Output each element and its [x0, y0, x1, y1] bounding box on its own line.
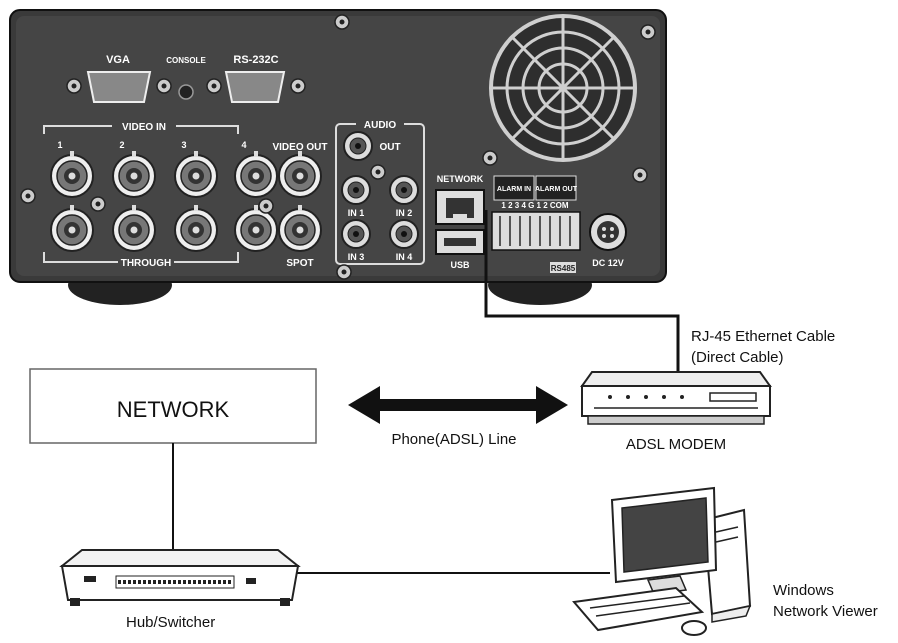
adsl-modem — [580, 371, 772, 425]
modem-label: ADSL MODEM — [626, 436, 726, 453]
phone-line-label: Phone(ADSL) Line — [391, 431, 516, 448]
viewer-label-line2: Network Viewer — [773, 603, 878, 620]
spot-label: SPOT — [286, 258, 313, 269]
audio-in-jack-1 — [341, 175, 371, 205]
audio-in-jack-4 — [389, 219, 419, 249]
video-in-number-1: 1 — [57, 140, 62, 150]
audio-in-2-label: IN 2 — [396, 208, 413, 218]
cable-label-line1: RJ-45 Ethernet Cable — [691, 328, 835, 345]
rs485-label: RS485 — [551, 264, 576, 273]
through-label: THROUGH — [121, 258, 172, 269]
audio-in-jack-3 — [341, 219, 371, 249]
console-label: CONSOLE — [166, 56, 206, 65]
rs232c-label: RS-232C — [233, 54, 278, 66]
rs232c-port — [206, 71, 306, 103]
network-port-label: NETWORK — [437, 174, 484, 184]
audio-label: AUDIO — [364, 120, 396, 131]
audio-in-1-label: IN 1 — [348, 208, 365, 218]
video-out-label: VIDEO OUT — [272, 142, 327, 153]
alarm-terminal-block — [491, 211, 581, 251]
video-in-number-3: 3 — [181, 140, 186, 150]
vga-label: VGA — [106, 54, 130, 66]
console-port — [178, 84, 194, 100]
usb-label: USB — [450, 260, 470, 270]
network-port — [435, 189, 485, 225]
audio-in-jack-2 — [389, 175, 419, 205]
audio-out-label: OUT — [379, 142, 400, 153]
network-box — [29, 368, 317, 444]
network-box-label: NETWORK — [117, 397, 230, 422]
viewer-label-line1: Windows — [773, 582, 834, 599]
fan-grille — [489, 14, 637, 162]
audio-out-jack — [343, 131, 373, 161]
phone-line-arrow — [348, 386, 568, 424]
audio-in-3-label: IN 3 — [348, 252, 365, 262]
audio-in-4-label: IN 4 — [396, 252, 413, 262]
usb-port — [435, 229, 485, 255]
alarm-in-label: ALARM IN — [497, 186, 531, 193]
dc-power-jack — [589, 213, 627, 251]
vga-port — [66, 71, 172, 103]
alarm-pins-label: 1 2 3 4 G 1 2 COM — [501, 201, 568, 210]
hub-label: Hub/Switcher — [126, 614, 215, 631]
video-in-label: VIDEO IN — [122, 122, 166, 133]
hub-switcher — [59, 549, 301, 606]
alarm-out-label: ALARM OUT — [535, 186, 578, 193]
video-in-number-2: 2 — [119, 140, 124, 150]
rj45-cable — [484, 210, 680, 372]
dvr-rear-panel: VGA CONSOLE RS-232C VIDEO IN 1 2 3 4 — [9, 9, 667, 283]
dc-label: DC 12V — [592, 258, 624, 268]
pc-computer — [572, 486, 752, 636]
cable-label-line2: (Direct Cable) — [691, 349, 784, 366]
video-in-number-4: 4 — [241, 140, 246, 150]
